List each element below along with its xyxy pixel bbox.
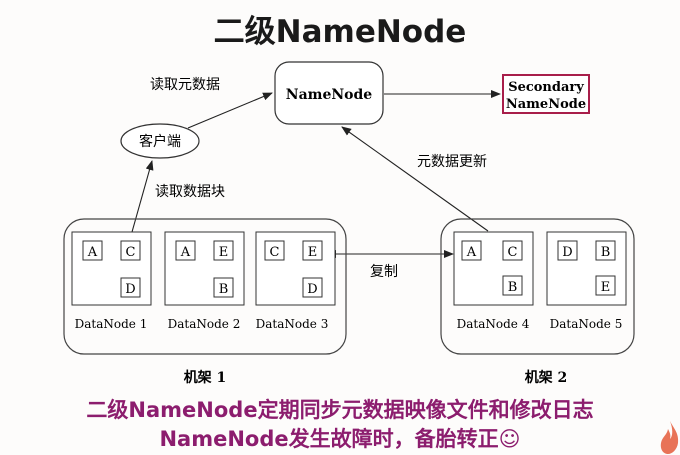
client-node bbox=[120, 123, 200, 159]
page-title: 二级NameNode bbox=[213, 14, 467, 50]
block-label: C bbox=[508, 245, 518, 260]
data-block bbox=[213, 277, 234, 298]
data-block bbox=[120, 277, 141, 298]
rack-1-label: 机架 1 bbox=[184, 369, 227, 386]
datanode-label: DataNode 5 bbox=[550, 317, 623, 331]
datanode-label: DataNode 1 bbox=[75, 317, 148, 331]
data-block bbox=[302, 240, 323, 261]
secondary-label-line2: NameNode bbox=[506, 97, 586, 112]
block-label: C bbox=[270, 245, 280, 260]
data-block bbox=[175, 240, 196, 261]
data-block bbox=[595, 240, 616, 261]
secondary-label-line1: Secondary bbox=[508, 80, 584, 95]
data-block bbox=[502, 240, 523, 261]
caption-line-2: NameNode发生故障时，备胎转正☺ bbox=[159, 427, 521, 451]
block-label: D bbox=[562, 245, 572, 260]
read-blocks-label: 读取数据块 bbox=[155, 183, 225, 200]
rack-2-label: 机架 2 bbox=[525, 369, 568, 386]
namenode-box bbox=[274, 61, 384, 125]
metadata-update-label: 元数据更新 bbox=[417, 154, 487, 170]
data-block bbox=[213, 240, 234, 261]
rack-2 bbox=[440, 218, 635, 355]
block-label: E bbox=[601, 280, 611, 295]
block-label: E bbox=[219, 245, 229, 260]
arrow-client-to-namenode bbox=[187, 92, 273, 129]
client-label: 客户端 bbox=[139, 133, 181, 150]
data-block bbox=[120, 240, 141, 261]
datanode-label: DataNode 2 bbox=[168, 317, 241, 331]
data-block bbox=[264, 240, 285, 261]
replicate-label: 复制 bbox=[370, 263, 398, 280]
block-label: A bbox=[180, 245, 191, 260]
caption-line-1: 二级NameNode定期同步元数据映像文件和修改日志 bbox=[86, 398, 594, 422]
arrow-datanode-to-client bbox=[131, 160, 154, 233]
block-label: C bbox=[126, 245, 136, 260]
flame-icon bbox=[660, 421, 679, 454]
datanode-label: DataNode 4 bbox=[457, 317, 530, 331]
block-label: D bbox=[125, 282, 135, 297]
data-block bbox=[557, 240, 578, 261]
block-label: D bbox=[307, 282, 317, 297]
data-block bbox=[302, 277, 323, 298]
data-block bbox=[82, 240, 103, 261]
block-label: B bbox=[601, 245, 611, 260]
block-label: B bbox=[219, 282, 229, 297]
arrow-datanode-to-namenode bbox=[341, 126, 489, 232]
secondary-namenode-box bbox=[502, 74, 590, 114]
read-metadata-label: 读取元数据 bbox=[150, 76, 220, 93]
data-block bbox=[461, 240, 482, 261]
namenode-label: NameNode bbox=[286, 87, 373, 103]
block-label: A bbox=[87, 245, 98, 260]
block-label: B bbox=[508, 280, 518, 295]
datanode-label: DataNode 3 bbox=[256, 317, 329, 331]
block-label: E bbox=[308, 245, 318, 260]
rack-1 bbox=[63, 218, 347, 355]
block-label: A bbox=[466, 245, 477, 260]
data-block bbox=[502, 275, 523, 296]
data-block bbox=[595, 275, 616, 296]
